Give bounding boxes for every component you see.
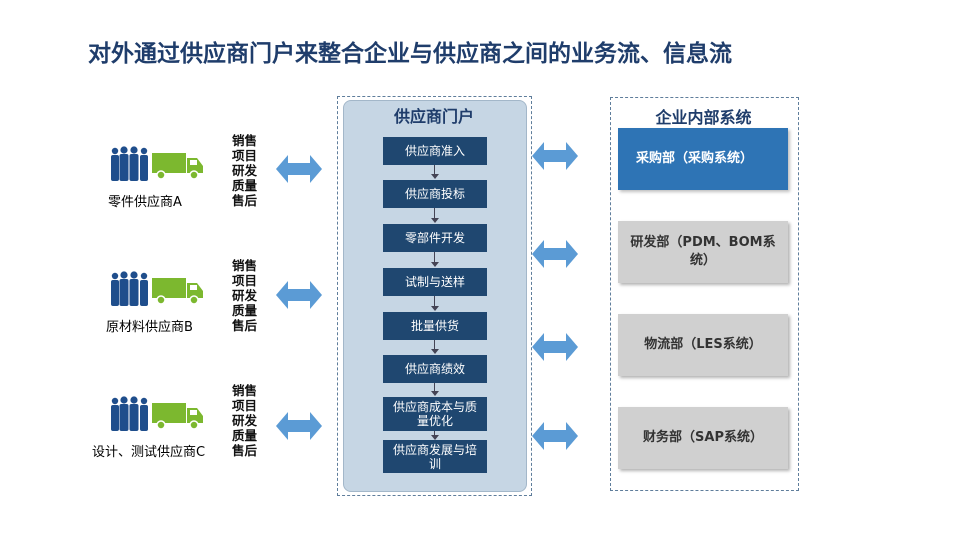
double-arrow-icon [532,333,578,361]
flow-rd: 研发 [232,288,258,303]
supplier-name: 零件供应商A [108,195,182,210]
flow-list: 销售 项目 研发 质量 售后 [232,258,257,333]
portal-step: 供应商发展与培训 [383,440,487,473]
internal-title: 企业内部系统 [655,108,752,127]
portal-step: 批量供货 [383,312,487,340]
double-arrow-icon [532,240,578,268]
dept-finance: 财务部（SAP系统） [618,407,788,469]
dept-rd: 研发部（PDM、BOM系统） [618,221,788,283]
arrow-down-icon [431,262,439,267]
portal-step: 供应商成本与质量优化 [383,397,487,431]
arrow-down-icon [431,306,439,311]
double-arrow-icon [532,422,578,450]
flow-project: 项目 [232,273,258,288]
step-connector [434,208,435,218]
portal-step: 供应商准入 [383,137,487,165]
dept-logistics: 物流部（LES系统） [618,314,788,376]
double-arrow-icon [276,155,322,183]
arrow-down-icon [431,349,439,354]
flow-quality: 质量 [232,178,258,193]
portal-title: 供应商门户 [393,107,474,126]
double-arrow-icon [276,412,322,440]
flow-rd: 研发 [232,163,258,178]
step-connector [434,383,435,391]
flow-project: 项目 [232,148,258,163]
portal-frame [337,96,532,496]
flow-sales: 销售 [232,133,258,148]
portal-step: 零部件开发 [383,224,487,252]
double-arrow-icon [276,281,322,309]
portal-step: 试制与送样 [383,268,487,296]
flow-sales: 销售 [232,258,258,273]
step-connector [434,340,435,349]
step-connector [434,431,435,435]
internal-frame [610,97,799,491]
flow-list: 销售 项目 研发 质量 售后 [232,133,257,208]
arrow-down-icon [431,391,439,396]
dept-procurement: 采购部（采购系统） [618,128,788,190]
flow-rd: 研发 [232,413,258,428]
flow-after-sales: 售后 [232,318,258,333]
double-arrow-icon [532,142,578,170]
step-connector [434,252,435,262]
flow-after-sales: 售后 [232,193,258,208]
arrow-down-icon [431,218,439,223]
people-icon [111,146,148,181]
supplier-icons [111,396,203,431]
truck-icon [152,403,203,430]
step-connector [434,296,435,306]
flow-quality: 质量 [232,303,258,318]
portal-step: 供应商绩效 [383,355,487,383]
supplier-icons [111,271,203,306]
flow-after-sales: 售后 [232,443,258,458]
supplier-name: 设计、测试供应商C [92,445,206,460]
supplier-name: 原材料供应商B [106,320,193,335]
flow-list: 销售 项目 研发 质量 售后 [232,383,257,458]
truck-icon [152,153,203,180]
flow-quality: 质量 [232,428,258,443]
truck-icon [152,278,203,305]
people-icon [111,396,148,431]
arrow-down-icon [431,174,439,179]
flow-sales: 销售 [232,383,258,398]
supplier-icons [111,146,203,181]
people-icon [111,271,148,306]
page-title: 对外通过供应商门户来整合企业与供应商之间的业务流、信息流 [88,41,732,67]
flow-project: 项目 [232,398,258,413]
arrow-down-icon [431,435,439,440]
step-connector [434,165,435,174]
portal-step: 供应商投标 [383,180,487,208]
